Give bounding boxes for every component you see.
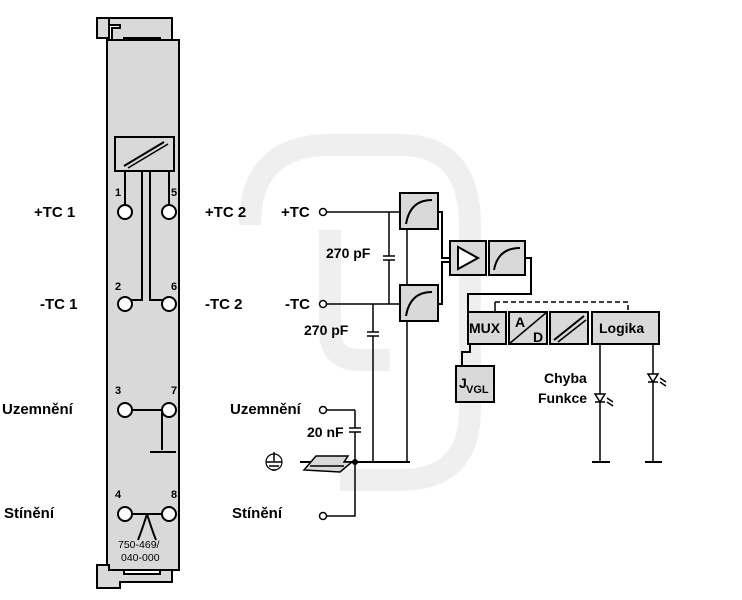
terminal-number-2: 2: [115, 281, 121, 293]
filter-icon: [399, 192, 439, 230]
terminal-6: [161, 296, 177, 312]
led-icon: [593, 393, 614, 407]
error-label: Chyba: [544, 370, 587, 386]
terminal-number-8: 8: [171, 489, 177, 501]
ad-label-d: D: [533, 329, 543, 345]
terminal-4: [117, 506, 133, 522]
terminal-7: [161, 402, 177, 418]
input-terminal-tc-minus: [318, 299, 328, 309]
terminal-module: 1 5 2 6 3 7 4 8 750-469/ 040-000: [96, 17, 180, 589]
terminal-5: [161, 204, 177, 220]
input-terminal-tc-plus: [318, 207, 328, 217]
part-number-line1: 750-469/: [118, 539, 160, 551]
ground-symbol-icon: [265, 452, 283, 471]
amplifier-icon: [449, 240, 487, 276]
cap3-label: 20 nF: [307, 424, 344, 440]
filter-icon: [399, 284, 439, 322]
vgl-label-j: J: [459, 375, 467, 391]
cap1-label: 270 pF: [326, 245, 371, 261]
terminal-number-3: 3: [115, 385, 121, 397]
input-terminal-shield: [318, 511, 328, 521]
terminal-number-1: 1: [115, 187, 121, 199]
mux-block: [467, 311, 507, 345]
led-icon: [646, 373, 667, 387]
circuit-label-tc-plus: +TC: [281, 204, 310, 221]
din-rail-icon: [302, 455, 355, 473]
ad-converter-block: A D: [508, 311, 548, 345]
part-number-line2: 040-000: [121, 552, 160, 564]
circuit-label-ground: Uzemnění: [230, 401, 302, 418]
cap2-label: 270 pF: [304, 322, 349, 338]
ad-label-a: A: [515, 314, 525, 330]
label-ground-left: Uzemnění: [2, 401, 74, 418]
label-tc1-minus: -TC 1: [40, 296, 78, 313]
vgl-block: [455, 365, 495, 403]
terminal-2: [117, 296, 133, 312]
terminal-1: [117, 204, 133, 220]
vgl-label-sub: VGL: [466, 384, 489, 396]
input-terminal-ground: [318, 405, 328, 415]
terminal-number-6: 6: [171, 281, 177, 293]
filter-icon: [488, 240, 526, 276]
converter-icon: [549, 311, 589, 345]
function-label: Funkce: [538, 390, 587, 406]
logic-label: Logika: [599, 320, 644, 336]
terminal-8: [161, 506, 177, 522]
circuit-label-tc-minus: -TC: [285, 296, 310, 313]
label-tc2-minus: -TC 2: [205, 296, 243, 313]
label-shield-left: Stínění: [4, 505, 55, 522]
terminal-3: [117, 402, 133, 418]
watermark-logo: [239, 134, 481, 491]
terminal-number-7: 7: [171, 385, 177, 397]
circuit-label-shield: Stínění: [232, 505, 283, 522]
logic-block: [591, 311, 660, 345]
terminal-number-5: 5: [171, 187, 177, 199]
label-tc2-plus: +TC 2: [205, 204, 246, 221]
converter-icon: [114, 136, 175, 172]
label-tc1-plus: +TC 1: [34, 204, 75, 221]
input-circuit: +TC -TC Uzemnění Stínění 270 pF 270 pF: [230, 192, 667, 522]
terminal-number-4: 4: [115, 489, 122, 501]
mux-label: MUX: [469, 320, 501, 336]
